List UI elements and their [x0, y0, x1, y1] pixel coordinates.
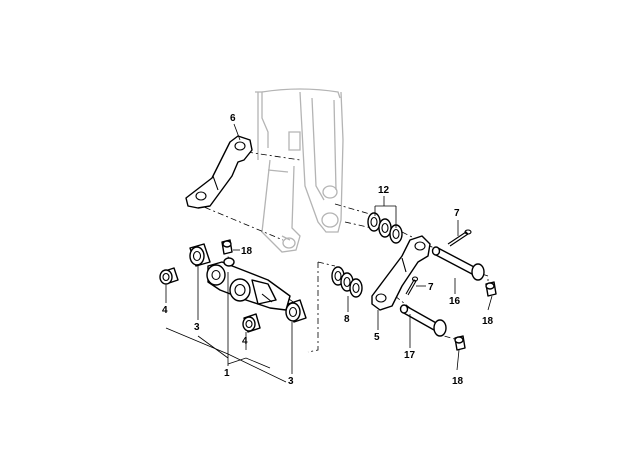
side-plate-part-5: [371, 235, 431, 311]
callout-16: 16: [449, 296, 461, 307]
cotter-pin-part-7-upper: [447, 229, 472, 247]
bushing-part-3-lower: [285, 299, 307, 323]
callout-3-right: 3: [288, 376, 294, 387]
link-bracket-part-6: [185, 135, 253, 209]
washers-part-8: [331, 266, 363, 298]
machine-frame: [255, 88, 344, 253]
callout-18-b: 18: [482, 316, 494, 327]
grease-fitting-part-18-b: [485, 281, 497, 297]
lower-link-part-1: [206, 257, 291, 311]
callout-8: 8: [344, 314, 350, 325]
callout-6: 6: [230, 113, 236, 124]
pin-part-16: [431, 246, 485, 281]
cotter-pin-part-7-lower: [405, 276, 419, 296]
callout-18-a: 18: [241, 246, 253, 257]
callout-7-lower: 7: [428, 282, 434, 293]
sleeve-part-4-right: [242, 313, 261, 333]
grease-fitting-part-18-a: [221, 239, 233, 255]
grease-fitting-part-18-c: [454, 335, 466, 351]
pin-part-17: [399, 304, 447, 337]
callout-1: 1: [224, 368, 230, 379]
leader-lines: [165, 123, 493, 383]
callout-17: 17: [404, 350, 416, 361]
bushing-part-3-upper: [189, 243, 211, 267]
callout-labels: 6 18 12 7 7 4 3 4 1 3 8 5 16 17 18 18: [162, 113, 494, 387]
washers-part-12: [367, 212, 403, 244]
callout-4-right: 4: [242, 336, 248, 347]
callout-5: 5: [374, 332, 380, 343]
callout-3-left: 3: [194, 322, 200, 333]
sleeve-part-4-left: [159, 267, 179, 285]
callout-12: 12: [378, 185, 390, 196]
callout-7-upper: 7: [454, 208, 460, 219]
callout-18-c: 18: [452, 376, 464, 387]
callout-4-left: 4: [162, 305, 168, 316]
